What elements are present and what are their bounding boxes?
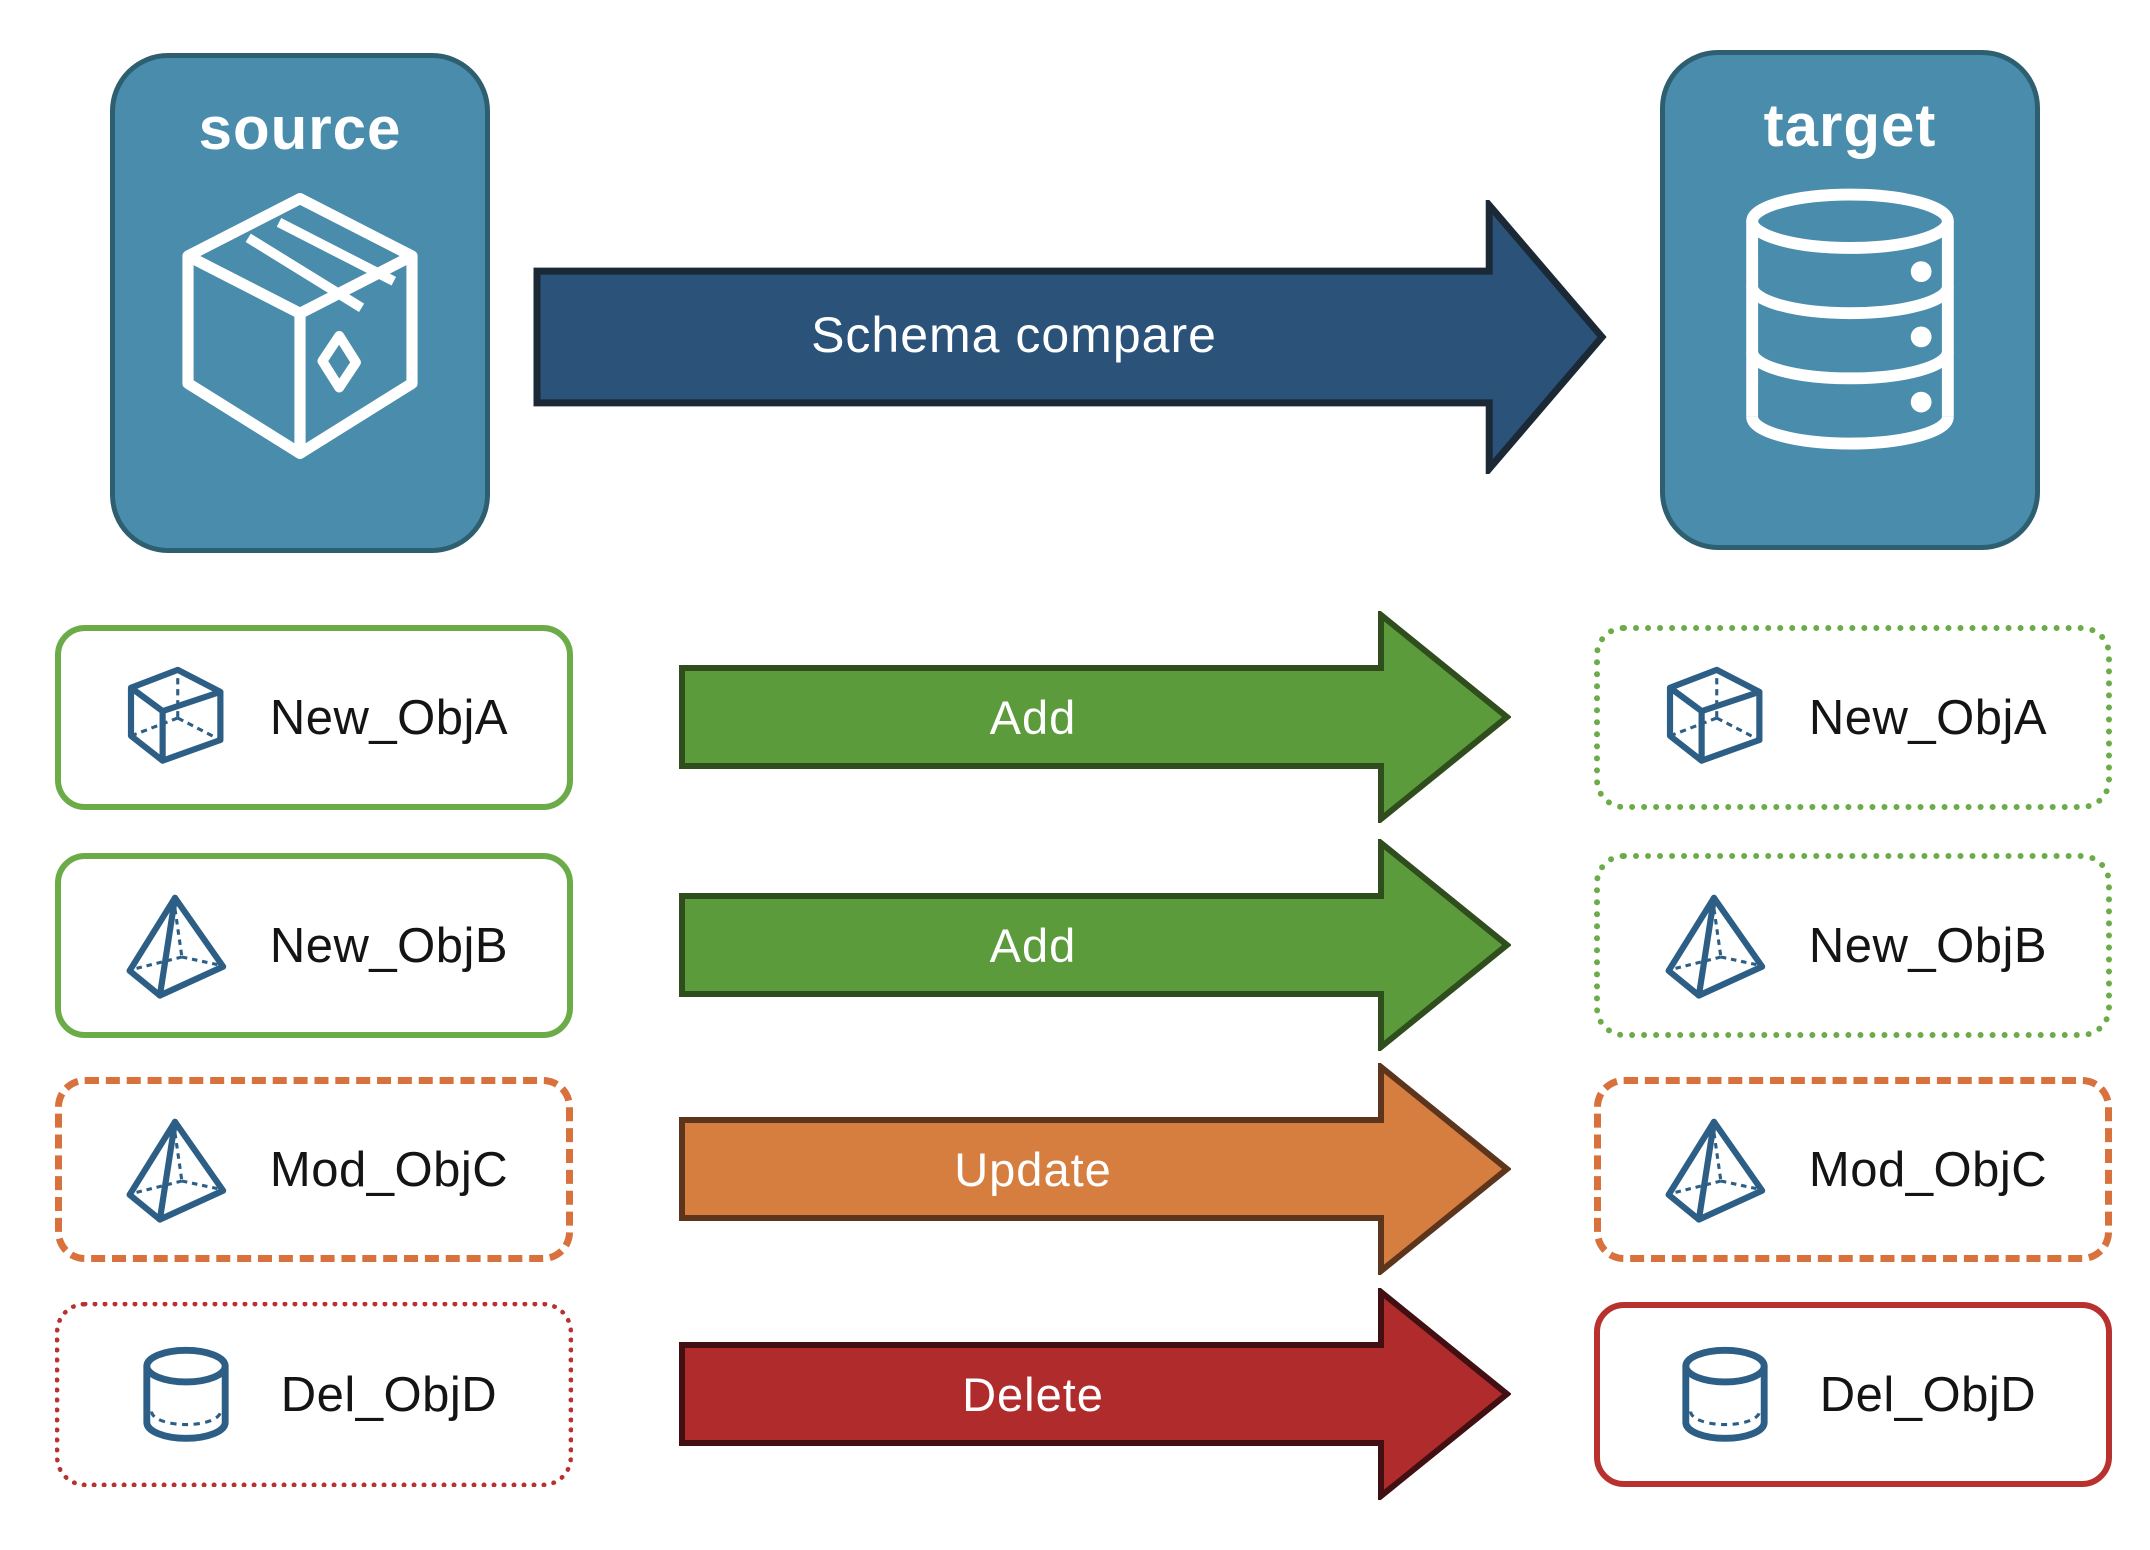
add-arrow-label: Add <box>989 690 1077 744</box>
pyramid-icon <box>120 1115 230 1225</box>
pyramid-icon <box>120 891 230 1001</box>
schema-compare-arrow <box>533 200 1607 474</box>
cube-icon <box>1659 663 1769 773</box>
target-object-card-mod-objc: Mod_ObjC <box>1594 1077 2112 1262</box>
schema-compare-label: Schema compare <box>811 307 1217 363</box>
cube-icon <box>120 663 230 773</box>
object-label: Del_ObjD <box>1819 1367 2037 1422</box>
object-label: New_ObjA <box>1808 690 2048 745</box>
object-label: New_ObjA <box>269 690 509 745</box>
update-arrow-label: Update <box>954 1142 1112 1196</box>
target-node: target <box>1660 50 2040 550</box>
target-object-card-new-objb: New_ObjB <box>1594 853 2112 1038</box>
update-arrow <box>679 1063 1511 1275</box>
add-arrow <box>679 839 1511 1051</box>
delete-arrow-label: Delete <box>962 1367 1104 1421</box>
delete-arrow <box>679 1288 1511 1500</box>
object-label: Del_ObjD <box>280 1367 498 1422</box>
source-object-card-new-obja: New_ObjA <box>55 625 573 810</box>
package-box-icon <box>160 178 440 474</box>
source-title: source <box>198 95 402 162</box>
object-label: Mod_ObjC <box>1808 1142 2048 1197</box>
cylinder-icon <box>131 1340 241 1450</box>
source-object-card-mod-objc: Mod_ObjC <box>55 1077 573 1262</box>
object-label: New_ObjB <box>269 918 509 973</box>
object-label: Mod_ObjC <box>269 1142 509 1197</box>
pyramid-icon <box>1659 891 1769 1001</box>
target-title: target <box>1763 92 1937 159</box>
cylinder-icon <box>1670 1340 1780 1450</box>
add-arrow-label: Add <box>989 918 1077 972</box>
source-object-card-new-objb: New_ObjB <box>55 853 573 1038</box>
add-arrow <box>679 611 1511 823</box>
object-label: New_ObjB <box>1808 918 2048 973</box>
source-object-card-del-objd: Del_ObjD <box>55 1302 573 1487</box>
target-object-card-new-obja: New_ObjA <box>1594 625 2112 810</box>
target-object-card-del-objd: Del_ObjD <box>1594 1302 2112 1487</box>
source-node: source <box>110 53 490 553</box>
pyramid-icon <box>1659 1115 1769 1225</box>
database-icon <box>1724 175 1976 475</box>
